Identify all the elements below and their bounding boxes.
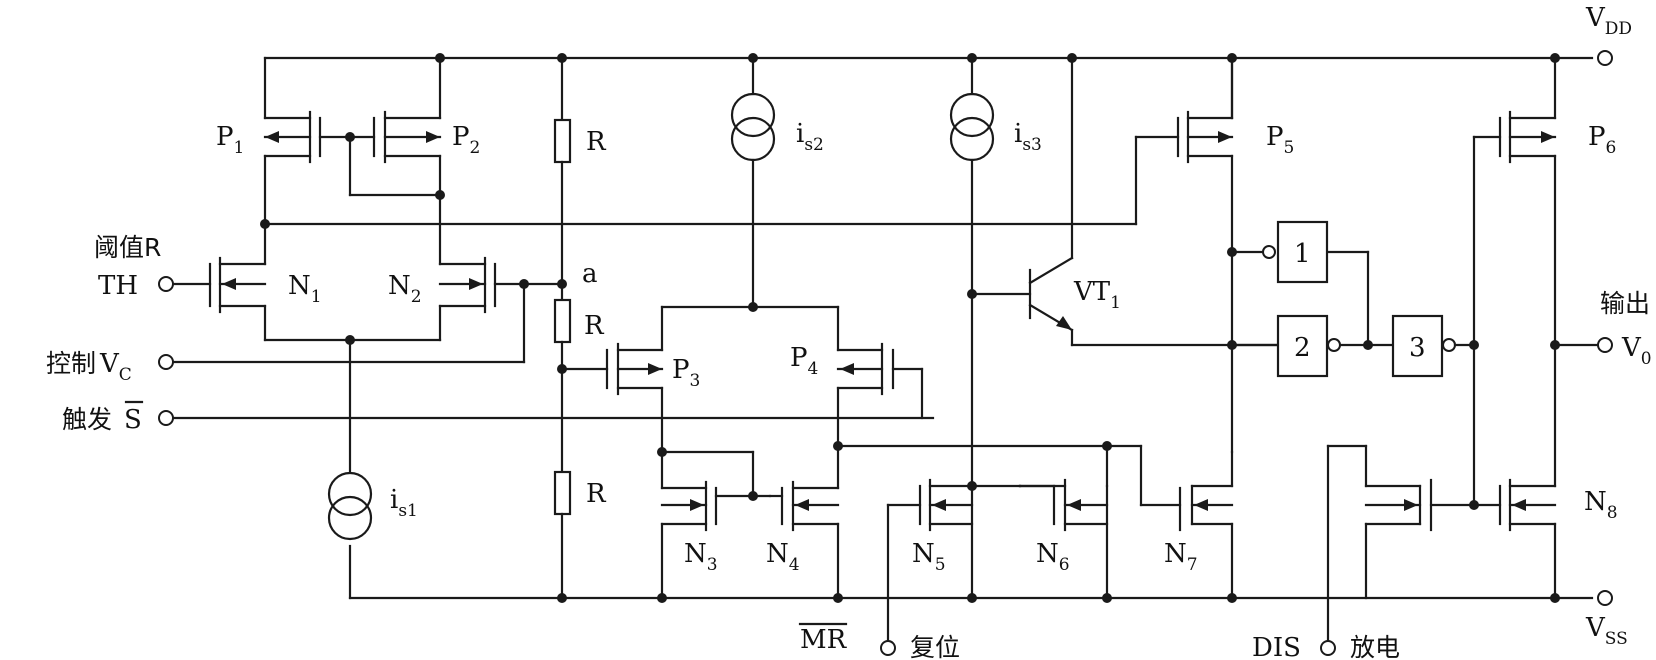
r-bot-label: R [586,479,607,509]
gate-2-bubble [1327,338,1341,352]
th-pin-label: TH [98,271,138,301]
n6-label: N6 [1036,539,1070,575]
transistor-p3 [560,342,664,454]
mr-label: MR [800,625,848,655]
p6-label: P6 [1588,122,1616,158]
transistor-n1 [208,222,267,342]
is2-label: is2 [796,119,824,155]
transistor-n6 [1018,478,1109,532]
vdd-label: VDD [1585,3,1632,39]
p1-label: P1 [216,122,244,158]
transistor-vt1 [970,56,1280,347]
gate-1 [1276,220,1329,284]
gate-1-label: 1 [1294,239,1311,269]
current-source-is2 [730,56,776,309]
vc-label: VC [99,349,132,385]
p2-label: P2 [452,122,480,158]
gate-2 [1276,314,1329,378]
mr-terminal[interactable] [880,640,896,656]
n4-drain-to-n7 [836,444,1182,600]
vo-label: V0 [1621,333,1652,369]
discharge-cn-label: 放电 [1350,633,1400,660]
current-source-is1 [327,471,373,541]
gate-3-output [1453,135,1502,507]
p5-label: P5 [1266,122,1294,158]
output-cn-label: 输出 [1600,289,1650,318]
control-cn-label: 控制 [46,349,96,378]
transistor-p4 [836,342,924,448]
gate-3 [1391,314,1444,378]
transistor-p5 [1176,56,1234,454]
r-mid-label: R [584,311,605,341]
node-a-label: a [582,259,598,289]
dis-label: DIS [1252,633,1301,660]
p1-p2-gate-link [318,135,442,197]
gate-3-bubble [1442,338,1456,352]
n7-label: N7 [1164,539,1198,575]
th-terminal[interactable] [158,276,174,292]
n2-label: N2 [388,271,422,307]
n8-label: N8 [1584,487,1618,523]
transistor-n5 [886,478,1022,642]
vdd-terminal[interactable] [1597,50,1613,66]
n2-gate-to-node-a [172,282,564,364]
trigger-terminal[interactable] [158,410,174,426]
transistor-n3 [660,450,755,600]
trigger-cn-label: 触发 [62,405,112,434]
n5-label: N5 [912,539,946,575]
gate-2-label: 2 [1294,333,1311,363]
vc-terminal[interactable] [158,354,174,370]
gate-3-label: 3 [1409,333,1426,363]
threshold-cn-label: 阈值R [94,233,161,262]
resistor-divider [553,56,572,600]
r-top-label: R [586,127,607,157]
resistor-r-mid [553,298,572,344]
transistor-n4 [714,444,840,600]
n1-n2-tail [263,338,442,600]
junction-dots [260,53,1560,603]
is3-label: is3 [1014,119,1042,155]
p3-label: P3 [672,355,700,391]
vss-terminal[interactable] [1597,590,1613,606]
trigger-s-label: S [124,405,142,435]
reset-cn-label: 复位 [910,633,960,660]
transistor-n2 [438,193,497,342]
gate-1-bubble [1262,245,1276,259]
transistor-p1 [263,56,322,226]
resistor-r-top [553,118,572,164]
transistor-p2 [372,56,442,197]
vo-terminal[interactable] [1597,337,1613,353]
resistor-r-bot [553,470,572,516]
vss-label: VSS [1585,613,1628,649]
n4-label: N4 [766,539,800,575]
transistor-p6 [1498,56,1557,488]
discharge-transistor [1326,444,1476,642]
n3-label: N3 [684,539,718,575]
p5-gate-feed [263,135,1180,226]
dis-terminal[interactable] [1320,640,1336,656]
is1-label: is1 [390,485,418,521]
transistor-n8 [1472,478,1557,600]
p4-label: P4 [790,343,818,379]
n1-label: N1 [288,271,322,307]
current-source-is3 [949,56,995,488]
p3-p4-tail [660,305,840,352]
vt1-label: VT1 [1073,277,1121,313]
